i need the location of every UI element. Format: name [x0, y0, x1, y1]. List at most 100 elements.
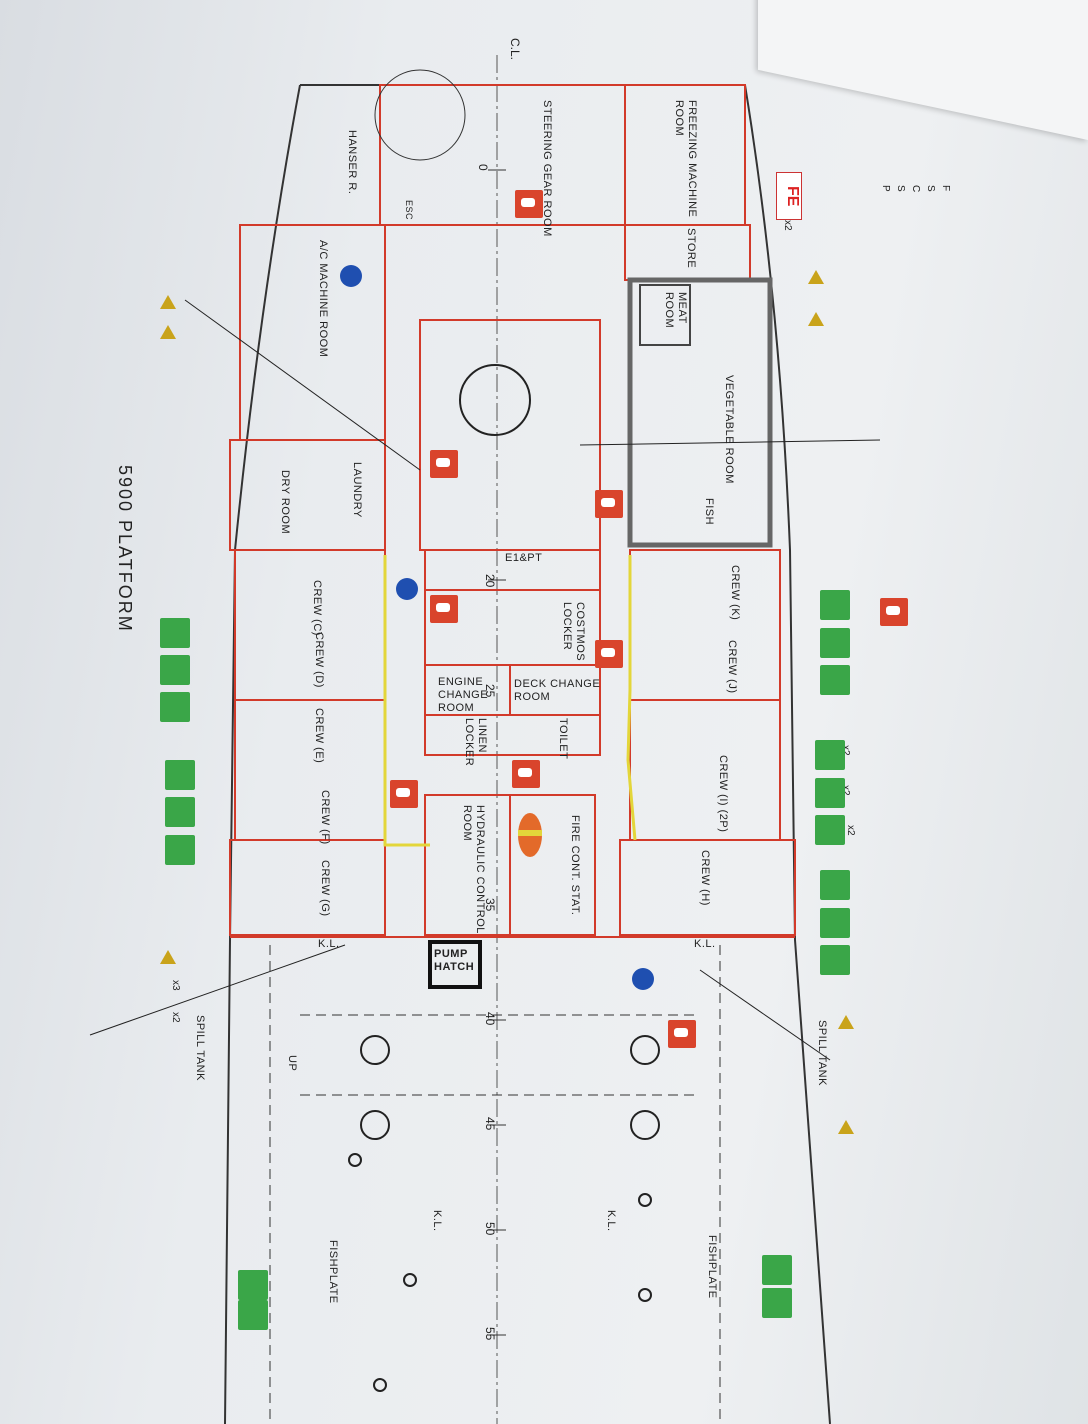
esc-label: ESC — [404, 200, 414, 221]
legend-count: x2 — [840, 745, 851, 756]
room-freezing-machine: FREEZING MACHINE ROOM — [673, 100, 698, 218]
fishplate-stbd: FISHPLATE — [706, 1235, 718, 1299]
lifejacket-sign-icon — [160, 618, 190, 648]
lifebuoy-sign-icon — [762, 1255, 792, 1285]
lifebuoy-sign-icon — [820, 628, 850, 658]
fire-alarm-icon — [880, 598, 908, 626]
hull-outline — [224, 84, 831, 1424]
legend-item: P — [880, 185, 891, 192]
lifebuoy-sign-icon — [238, 1270, 268, 1300]
fire-alarm-icon — [430, 595, 458, 623]
escape-route — [383, 555, 637, 847]
liferaft-sign-icon — [160, 692, 190, 722]
liferaft-sign-icon — [815, 815, 845, 845]
room-steering-gear: STEERING GEAR ROOM — [541, 100, 553, 237]
lifejacket-sign-icon — [815, 740, 845, 770]
lifebuoy-sign-icon — [820, 908, 850, 938]
frame-number: 0 — [476, 164, 490, 171]
room-linen-locker: LINEN LOCKER — [463, 718, 488, 767]
room-crew-i: CREW (I) (2P) — [717, 755, 729, 833]
legend-item: C — [910, 185, 921, 193]
room-vegetable: VEGETABLE ROOM — [723, 375, 735, 484]
pump-hatch-label: PUMP HATCH — [434, 948, 475, 973]
room-crew-h: CREW (H) — [699, 850, 711, 906]
lifebuoy-sign-icon — [815, 778, 845, 808]
room-toilet: TOILET — [557, 718, 569, 760]
frame-number: 20 — [483, 574, 497, 588]
centerline-label: C.L. — [508, 38, 522, 61]
warning-triangle-icon — [838, 1120, 854, 1134]
room-dry: DRY ROOM — [279, 470, 291, 535]
room-deck-change: DECK CHANGE ROOM — [514, 678, 601, 703]
room-crew-e: CREW (E) — [313, 708, 325, 764]
room-meat: MEAT ROOM — [663, 292, 688, 329]
room-crew-g: CREW (G) — [319, 860, 331, 917]
lifebuoy-sign-icon — [160, 655, 190, 685]
legend-count: x3 — [170, 980, 181, 991]
room-crew-c: CREW (C) — [311, 580, 323, 636]
room-engine-change: ENGINE CHANGE ROOM — [438, 676, 489, 714]
blue-fixed-system-icon — [632, 968, 654, 990]
plan-title: 5900 PLATFORM — [115, 465, 135, 633]
room-laundry: LAUNDRY — [351, 462, 363, 518]
warning-triangle-icon — [808, 270, 824, 284]
legend-count: x2 — [845, 825, 856, 836]
lifejacket-sign-icon — [165, 760, 195, 790]
room-costmos-locker: COSTMOS LOCKER — [561, 602, 586, 662]
fire-alarm-icon — [595, 640, 623, 668]
warning-triangle-icon — [160, 295, 176, 309]
room-fire-control-station: FIRE CONT. STAT. — [569, 815, 581, 916]
fire-extinguisher-legend: FE — [776, 172, 802, 220]
liferaft-sign-icon — [820, 665, 850, 695]
liferaft-sign-icon — [165, 835, 195, 865]
room-crew-f: CREW (F) — [319, 790, 331, 845]
lifejacket-sign-icon — [820, 590, 850, 620]
kl-label: K.L. — [431, 1210, 443, 1232]
room-crew-k: CREW (K) — [729, 565, 741, 621]
frame-number: 40 — [483, 1012, 497, 1026]
fishplate-port: FISHPLATE — [327, 1240, 339, 1304]
legend-item: F — [940, 185, 951, 192]
legend-count: x2 — [840, 785, 851, 796]
up-label: UP — [286, 1055, 298, 1072]
lifebuoy-sign-icon — [238, 1300, 268, 1330]
fire-alarm-icon — [430, 450, 458, 478]
room-crew-d: CREW (D) — [313, 632, 325, 688]
warning-triangle-icon — [838, 1015, 854, 1029]
legend-count: x2 — [782, 220, 793, 231]
lifejacket-sign-icon — [820, 870, 850, 900]
warning-triangle-icon — [808, 312, 824, 326]
frame-number: 45 — [483, 1117, 497, 1131]
frame-number: 25 — [483, 684, 497, 698]
room-fish: FISH — [703, 498, 715, 526]
frame-number: 35 — [483, 898, 497, 912]
fire-alarm-icon — [512, 760, 540, 788]
spill-tank-port: SPILL TANK — [194, 1015, 206, 1081]
kl-label: K.L. — [318, 938, 340, 950]
fire-alarm-icon — [595, 490, 623, 518]
kl-label: K.L. — [694, 938, 716, 950]
frame-number: 55 — [483, 1327, 497, 1341]
fire-alarm-icon — [390, 780, 418, 808]
legend-item: S — [895, 185, 906, 192]
spill-tank-stbd: SPILL TANK — [816, 1020, 828, 1086]
blue-fixed-system-icon — [396, 578, 418, 600]
room-hanser: HANSER R. — [346, 130, 358, 195]
room-crew-j: CREW (J) — [726, 640, 738, 694]
warning-triangle-icon — [160, 950, 176, 964]
frame-number: 50 — [483, 1222, 497, 1236]
legend-count: x2 — [170, 1012, 181, 1023]
lifebuoy-sign-icon — [165, 797, 195, 827]
warning-triangle-icon — [160, 325, 176, 339]
room-store: STORE — [685, 228, 697, 269]
blue-fixed-system-icon — [340, 265, 362, 287]
kl-label: K.L. — [605, 1210, 617, 1232]
liferaft-sign-icon — [820, 945, 850, 975]
fire-alarm-icon — [515, 190, 543, 218]
legend-item: S — [925, 185, 936, 192]
lifebuoy-sign-icon — [762, 1288, 792, 1318]
room-e1pt: E1&PT — [505, 552, 543, 564]
room-hydraulic-control: HYDRAULIC CONTROL ROOM — [461, 805, 486, 934]
fire-alarm-icon — [668, 1020, 696, 1048]
